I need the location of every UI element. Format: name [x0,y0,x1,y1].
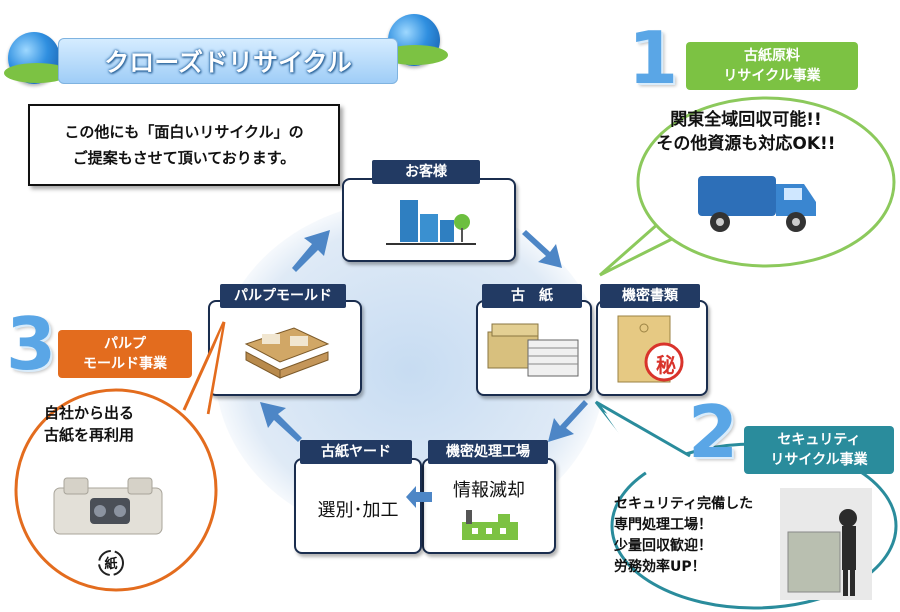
business-2-text-line-1: セキュリティ完備した [614,496,754,512]
paper-yard-text: 選別･加工 [317,500,399,521]
business-3-number: 3 [6,302,57,386]
paper-yard-node: 選別･加工 [294,458,422,554]
business-2-text-line-3: 少量回収歓迎！ [614,538,712,554]
business-1-text: 関東全域回収可能!! その他資源も対応OK!! [626,108,866,156]
note-line-1: この他にも「面白いリサイクル」の [64,123,304,141]
processing-plant-text: 情報滅却 [453,480,525,501]
page-title: クローズドリサイクル [58,38,398,84]
paper-yard-tag: 古紙ヤード [300,440,412,464]
paper-recycle-mark-icon [98,550,124,576]
business-2-text: セキュリティ完備した 専門処理工場！ 少量回収歓迎！ 労務効率UP！ [614,494,774,578]
office-building-icon [386,200,476,245]
customer-tag: お客様 [372,160,480,184]
processing-plant-node: 情報滅却 [422,458,556,554]
leaf-left-decoration [4,63,70,83]
business-1-text-line-2: その他資源も対応OK!! [656,134,836,154]
confidential-docs-tag: 機密書類 [600,284,700,308]
business-1-label: 古紙原料 リサイクル事業 [686,42,858,90]
confidential-envelope-icon [617,315,684,383]
pulp-mould-packaging-photo [53,477,163,535]
factory-icon [462,510,518,540]
business-1-label-line-2: リサイクル事業 [723,68,821,84]
business-2-text-line-2: 専門処理工場！ [614,517,712,533]
business-2-text-line-4: 労務効率UP！ [614,559,706,575]
business-3-text-line-2: 古紙を再利用 [44,426,135,444]
paper-recycle-mark-text: 紙 [104,557,118,572]
business-2-label-line-1: セキュリティ [777,432,861,448]
note-line-2: ご提案もさせて頂いております。 [72,149,296,167]
business-1-label-line-1: 古紙原料 [744,48,800,64]
wastepaper-node [476,300,592,396]
pulp-mould-tag: パルプモールド [220,284,346,308]
wastepaper-tag: 古 紙 [482,284,582,308]
pulp-mould-node [208,300,362,396]
confidential-docs-node: 秘 [596,300,708,396]
business-2-label-line-2: リサイクル事業 [770,452,868,468]
note-box: この他にも「面白いリサイクル」の ご提案もさせて頂いております。 [28,104,340,186]
business-3-text: 自社から出る 古紙を再利用 [44,402,174,446]
paper-bundle-icon [487,323,579,377]
arrow-yard-to-pulp [260,402,302,442]
pulp-tray-stack-icon [244,327,330,379]
arrow-customer-to-wastepaper [522,230,562,268]
truck-icon [698,176,816,232]
business-3-text-line-1: 自社から出る [44,404,135,422]
arrow-plant-to-yard [406,486,432,508]
shredder-machine-photo [780,488,872,600]
business-3-label: パルプ モールド事業 [58,330,192,378]
arrow-pulp-to-customer [292,230,330,272]
business-2-number: 2 [688,390,739,474]
business-3-label-line-2: モールド事業 [83,356,167,372]
speech-bubble-3-tail [182,321,226,418]
business-1-number: 1 [628,16,679,100]
business-1-text-line-1: 関東全域回収可能!! [670,110,822,130]
leaf-right-decoration [382,45,448,65]
business-3-label-line-1: パルプ [104,336,146,352]
business-2-label: セキュリティ リサイクル事業 [744,426,894,474]
arrow-wastepaper-to-plant [548,400,588,442]
confidential-seal-text: 秘 [656,353,676,377]
processing-plant-tag: 機密処理工場 [428,440,548,464]
customer-node [342,178,516,262]
